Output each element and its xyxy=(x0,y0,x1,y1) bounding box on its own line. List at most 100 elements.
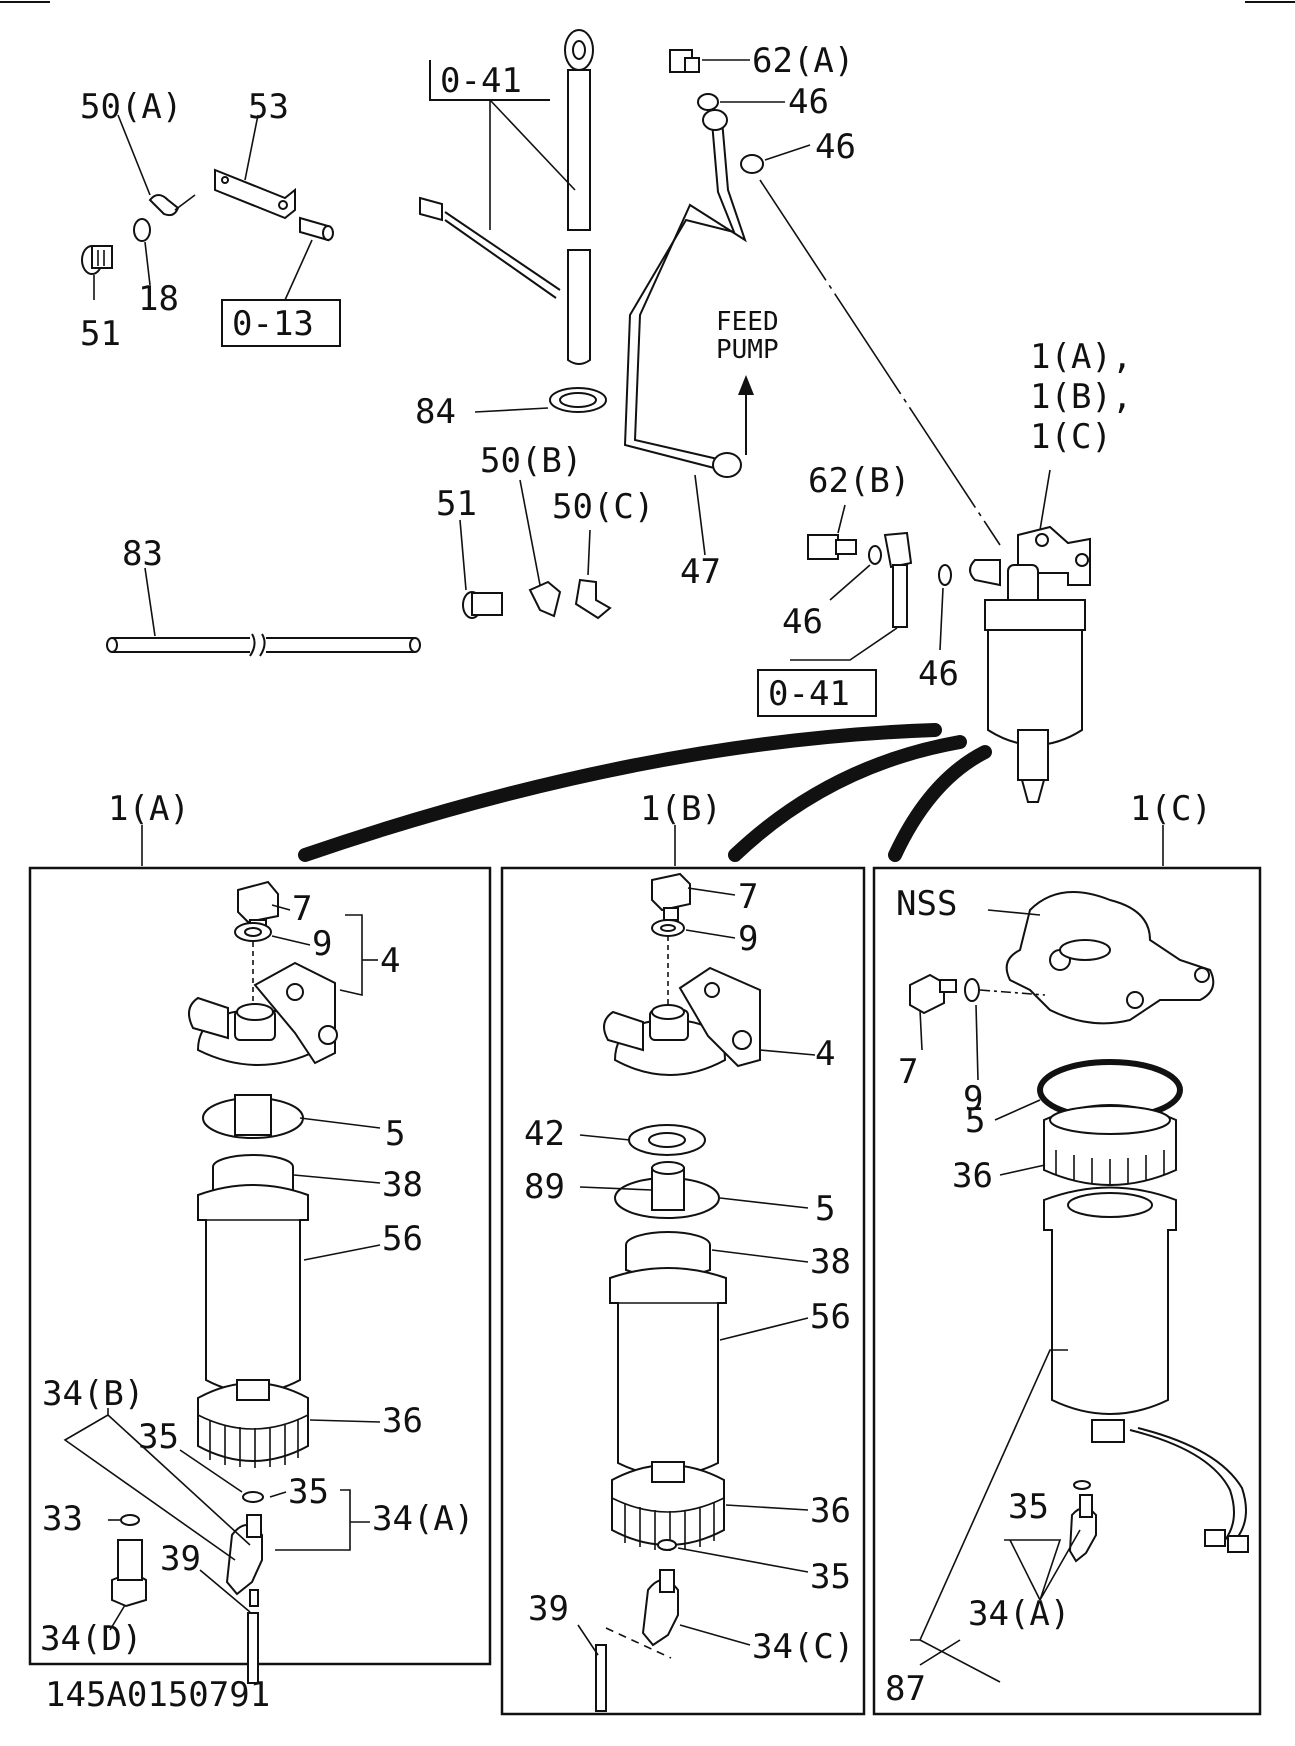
a-label-38: 38 xyxy=(382,1165,423,1205)
bracket-53 xyxy=(214,168,296,220)
c-label-36: 36 xyxy=(952,1156,993,1196)
a-bowl-56 xyxy=(197,1184,309,1394)
a-bolt-7 xyxy=(237,880,279,924)
label-46-a: 46 xyxy=(788,82,829,122)
c-label-34a: 34(A) xyxy=(968,1594,1070,1634)
eye-fitting xyxy=(883,531,913,569)
label-1a: 1(A) xyxy=(108,789,190,829)
c-oring-35 xyxy=(1073,1480,1091,1490)
c-cartridge xyxy=(1043,1186,1177,1415)
label-1b: 1(B) xyxy=(640,789,722,829)
b-label-39: 39 xyxy=(528,1589,569,1629)
label-84: 84 xyxy=(415,392,456,432)
label-47: 47 xyxy=(680,552,721,592)
clip-50a xyxy=(148,194,180,217)
label-041-mid: 0-41 xyxy=(768,674,850,714)
washer-46-a xyxy=(697,93,719,111)
c-bolt-7 xyxy=(909,973,945,1015)
b-label-89: 89 xyxy=(524,1167,565,1207)
label-1c: 1(C) xyxy=(1130,789,1212,829)
diagram-id: 145A0150791 xyxy=(45,1675,270,1715)
label-1abc-2: 1(B), xyxy=(1030,377,1132,417)
washer-46-d xyxy=(938,564,952,586)
ref-box-013 xyxy=(221,299,341,347)
panel-1b xyxy=(500,866,866,1716)
a-label-34b: 34(B) xyxy=(42,1374,144,1414)
c-washer-9 xyxy=(964,978,980,1002)
label-1abc-1: 1(A), xyxy=(1030,337,1132,377)
a-label-5: 5 xyxy=(385,1114,405,1154)
bolt-51-top xyxy=(81,245,113,275)
c-label-87: 87 xyxy=(885,1669,926,1709)
panel-1b-parts: 7 9 4 42 89 5 38 56 36 35 39 34(C) xyxy=(524,872,854,1712)
b-label-5: 5 xyxy=(815,1189,835,1229)
c-label-5: 5 xyxy=(965,1101,985,1141)
b-oring-35 xyxy=(657,1539,677,1551)
label-46-b: 46 xyxy=(815,127,856,167)
label-50c: 50(C) xyxy=(552,487,654,527)
b-label-42: 42 xyxy=(524,1114,565,1154)
washer-46-c xyxy=(868,545,882,565)
a-pipe-39 xyxy=(247,1612,259,1684)
washer-46-b xyxy=(740,154,764,174)
a-label-35b: 35 xyxy=(288,1472,329,1512)
washer-18 xyxy=(133,218,151,242)
bracket-assembly: 50(A) 53 51 18 0-13 xyxy=(80,87,341,354)
pipe-47 xyxy=(633,119,747,461)
b-label-9: 9 xyxy=(738,919,758,959)
b-bowl-56 xyxy=(609,1267,727,1477)
a-oring-35 xyxy=(242,1491,264,1503)
clip-50c xyxy=(574,578,612,620)
bolt-51-mid xyxy=(462,591,503,619)
b-pipe-39 xyxy=(595,1644,607,1712)
label-041-top: 0-41 xyxy=(440,61,522,101)
a-label-34a: 34(A) xyxy=(372,1499,474,1539)
connection-line xyxy=(759,179,1001,546)
label-pump: PUMP xyxy=(716,335,779,365)
panel-frames: 1(A) 1(B) 1(C) xyxy=(28,789,1262,1716)
label-1abc-3: 1(C) xyxy=(1030,417,1112,457)
b-label-4: 4 xyxy=(815,1034,835,1074)
a-label-7: 7 xyxy=(292,889,312,929)
clips-group: 50(B) 51 50(C) xyxy=(436,441,654,620)
a-label-35a: 35 xyxy=(138,1417,179,1457)
fuel-pipe-assembly: FEED PUMP 62(A) 46 46 47 xyxy=(623,41,1001,592)
b-label-38: 38 xyxy=(810,1242,851,1282)
bolt-62b-group: 62(B) 46 46 0-41 xyxy=(757,461,959,717)
label-50b: 50(B) xyxy=(480,441,582,481)
a-label-4: 4 xyxy=(380,941,400,981)
a-label-34d: 34(D) xyxy=(40,1619,142,1659)
b-label-35: 35 xyxy=(810,1557,851,1597)
label-62a: 62(A) xyxy=(752,41,854,81)
a-label-9: 9 xyxy=(312,924,332,964)
label-62b: 62(B) xyxy=(808,461,910,501)
label-51-top: 51 xyxy=(80,314,121,354)
b-label-36: 36 xyxy=(810,1491,851,1531)
label-51-mid: 51 xyxy=(436,484,477,524)
c-label-35: 35 xyxy=(1008,1487,1049,1527)
label-53: 53 xyxy=(248,87,289,127)
a-washer-33 xyxy=(120,1514,140,1526)
label-18: 18 xyxy=(138,279,179,319)
b-label-34c: 34(C) xyxy=(752,1627,854,1667)
c-label-7: 7 xyxy=(898,1052,918,1092)
tube-83: 83 xyxy=(106,534,421,657)
bolt-62b xyxy=(807,534,839,560)
a-label-56: 56 xyxy=(382,1219,423,1259)
panel-1c xyxy=(872,866,1262,1716)
c-label-9: 9 xyxy=(963,1079,983,1119)
b-label-56: 56 xyxy=(810,1297,851,1337)
panel-1c-parts: NSS 7 9 5 36 35 34(A) 87 xyxy=(885,884,1249,1709)
harness-connector xyxy=(419,196,443,222)
a-label-36: 36 xyxy=(382,1401,423,1441)
label-46-d: 46 xyxy=(918,654,959,694)
assembled-filter: 1(A), 1(B), 1(C) xyxy=(969,337,1132,803)
panel-1a-parts: 7 9 4 5 38 56 34(B) 36 35 35 33 34(A) 39… xyxy=(40,880,474,1684)
panel-1a xyxy=(28,866,492,1666)
clip-50b xyxy=(528,580,562,618)
hose-assembly: 0-41 84 xyxy=(415,29,607,432)
b-bolt-7 xyxy=(651,872,691,912)
bolt-62a xyxy=(669,49,700,73)
label-feed: FEED xyxy=(716,307,779,337)
